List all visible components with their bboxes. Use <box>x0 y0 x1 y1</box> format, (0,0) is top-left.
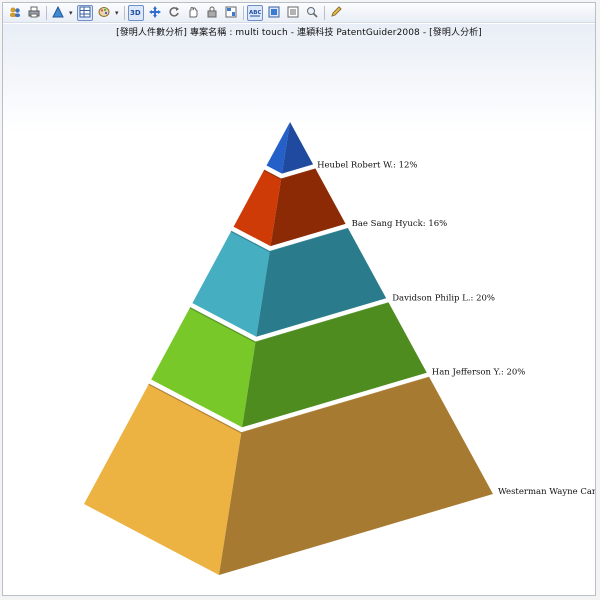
zoom-icon <box>306 3 318 22</box>
edit-icon <box>330 3 342 22</box>
edit-button[interactable] <box>328 5 344 21</box>
chart-type-icon <box>52 3 64 22</box>
data-label: Davidson Philip L.: 20% <box>392 293 495 303</box>
legend-icon <box>287 3 299 22</box>
legend-button[interactable] <box>285 5 301 21</box>
print-icon <box>28 3 40 22</box>
chevron-down-icon[interactable]: ▾ <box>69 8 73 17</box>
pyramid-segment-westerman-wayne-carl <box>84 376 493 575</box>
gridlines-icon <box>268 3 280 22</box>
segment-left-face <box>151 307 256 428</box>
data-table-button[interactable] <box>77 3 93 22</box>
pyramid-segment-bae-sang-hyuck <box>233 168 346 247</box>
move-button[interactable] <box>147 5 163 21</box>
palette-icon <box>98 3 110 22</box>
segment-left-face <box>192 231 270 337</box>
segment-left-face <box>233 170 282 247</box>
segment-right-face <box>219 377 493 575</box>
segment-rim <box>189 302 389 343</box>
chart-title: [發明人件數分析] 專案名稱 : multi touch - 連穎科技 Pate… <box>116 28 482 38</box>
people-button[interactable] <box>7 5 23 21</box>
pyramid-segment-heubel-robert-w <box>266 122 314 174</box>
data-label: Heubel Robert W.: 12% <box>317 160 417 170</box>
svg-text:ABC: ABC <box>249 10 261 16</box>
hand-icon <box>187 3 199 22</box>
palette-button[interactable] <box>96 5 112 21</box>
labels-icon: ABC <box>249 3 262 22</box>
layout-icon <box>225 3 237 22</box>
segment-right-face <box>242 302 427 428</box>
people-icon <box>9 3 21 22</box>
segment-right-face <box>281 122 314 174</box>
chart-area: [發明人件數分析] 專案名稱 : multi touch - 連穎科技 Pate… <box>3 24 595 595</box>
pyramid-segment-han-jefferson-y <box>151 302 427 428</box>
data-label: Bae Sang Hyuck: 16% <box>352 219 448 229</box>
gridlines-button[interactable] <box>266 5 282 21</box>
layout-button[interactable] <box>223 5 239 21</box>
lock-icon <box>206 3 218 22</box>
hand-button[interactable] <box>185 5 201 21</box>
segment-rim <box>263 168 316 180</box>
3d-toggle-button[interactable]: 3D <box>128 3 144 22</box>
chart-type-button[interactable] <box>50 5 66 21</box>
toolbar-separator <box>324 5 325 20</box>
rotate-button[interactable] <box>166 5 182 21</box>
segment-rim <box>230 227 349 253</box>
chevron-down-icon[interactable]: ▾ <box>115 8 119 17</box>
toolbar-separator <box>243 5 244 20</box>
3d-toggle-icon: 3D <box>130 3 142 22</box>
data-label: Han Jefferson Y.: 20% <box>432 368 526 378</box>
pyramid-chart: Heubel Robert W.: 12% Bae Sang Hyuck: 16%… <box>84 122 595 575</box>
segment-right-face <box>256 228 387 337</box>
segment-left-face <box>84 384 242 575</box>
data-label: Westerman Wayne Carl: ... <box>498 487 595 497</box>
zoom-button[interactable] <box>304 5 320 21</box>
lock-button[interactable] <box>204 5 220 21</box>
toolbar-separator <box>124 5 125 20</box>
labels-button[interactable]: ABC <box>247 3 263 22</box>
segment-rim <box>148 376 430 434</box>
pyramid-segment-davidson-philip-l <box>192 227 387 337</box>
data-table-icon <box>79 3 91 22</box>
segment-right-face <box>270 168 346 247</box>
move-icon <box>149 3 161 22</box>
segment-left-face <box>266 122 290 174</box>
print-button[interactable] <box>26 5 42 21</box>
svg-text:3D: 3D <box>130 9 141 17</box>
chart-toolbar: ▾ ▾ 3D ABC <box>3 3 595 23</box>
rotate-icon <box>168 3 180 22</box>
toolbar-separator <box>46 5 47 20</box>
